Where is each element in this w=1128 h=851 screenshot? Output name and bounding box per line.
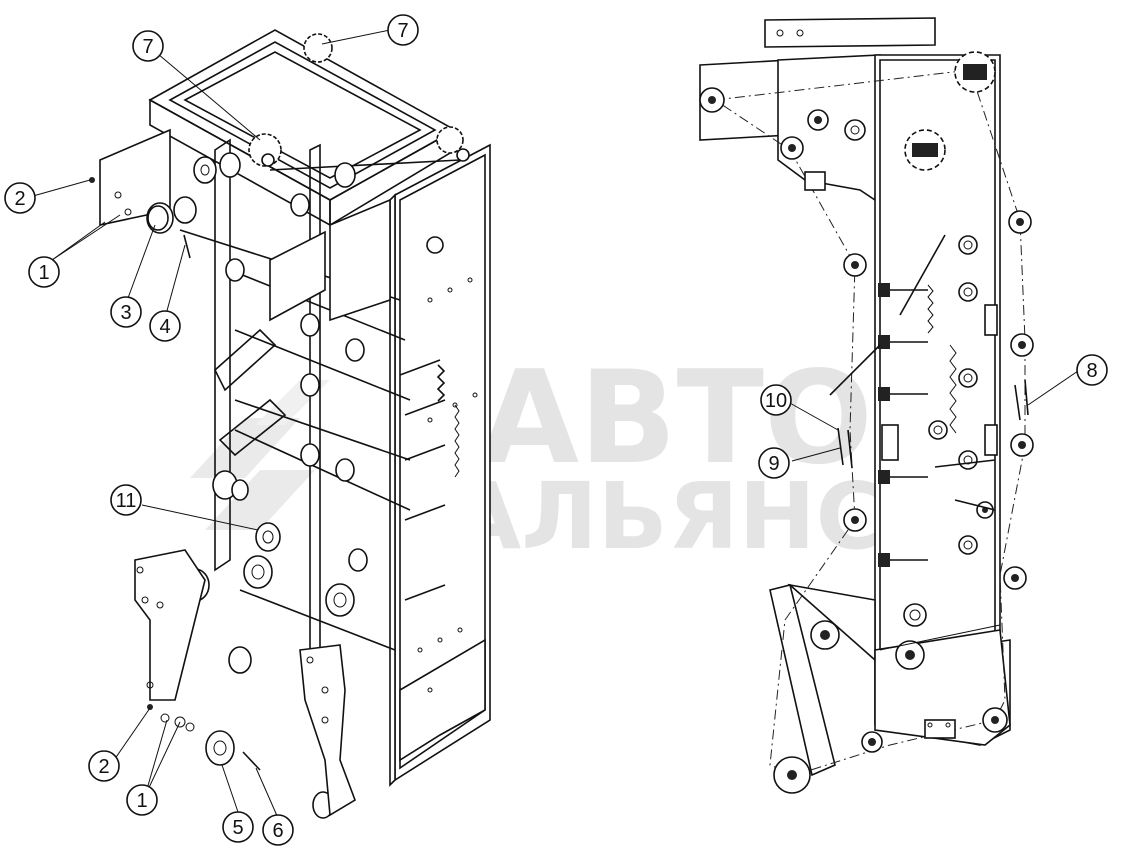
callout-1-upper: 1 [28, 256, 60, 288]
callout-5: 5 [222, 811, 254, 843]
callout-7-right: 7 [387, 14, 419, 46]
callout-7-left-label: 7 [142, 36, 153, 58]
callout-4: 4 [149, 310, 181, 342]
callout-7-right-label: 7 [397, 20, 408, 42]
right-small-parts [804, 171, 1029, 739]
callout-8: 8 [1076, 354, 1108, 386]
right-rollers [699, 51, 1034, 794]
right-levers [829, 234, 1001, 651]
callout-1-lower-label: 1 [136, 790, 147, 812]
sprockets [248, 33, 470, 254]
left-isometric-assembly [89, 29, 491, 819]
callouts: 2 1 3 4 7 7 11 2 [4, 14, 1108, 846]
callout-9: 9 [758, 447, 790, 479]
callout-3: 3 [110, 296, 142, 328]
rollers [146, 152, 368, 819]
callout-10-label: 10 [765, 390, 787, 412]
callout-8-label: 8 [1086, 360, 1097, 382]
callout-3-label: 3 [120, 302, 131, 324]
watermark-line2: АЛЬЯНС [450, 463, 883, 570]
callout-1-lower: 1 [126, 784, 158, 816]
callout-10: 10 [760, 384, 792, 416]
callout-5-label: 5 [232, 817, 243, 839]
callout-7-left: 7 [132, 30, 164, 62]
lower-left-bracket [134, 549, 356, 817]
callout-11: 11 [110, 484, 142, 516]
callout-6: 6 [262, 814, 294, 846]
plate-holes [417, 277, 478, 693]
watermark-line1: АВТО [480, 344, 873, 493]
callout-1-upper-label: 1 [38, 262, 49, 284]
callout-2-upper: 2 [4, 182, 36, 214]
callout-4-label: 4 [159, 316, 170, 338]
callout-2-lower-label: 2 [98, 756, 109, 778]
watermark: АВТО АЛЬЯНС [190, 344, 883, 570]
callout-9-label: 9 [768, 453, 779, 475]
callout-2-upper-label: 2 [14, 188, 25, 210]
callout-11-label: 11 [116, 490, 137, 512]
leaders [32, 29, 1079, 819]
tension-levers [214, 198, 460, 601]
callout-2-lower: 2 [88, 750, 120, 782]
callout-6-label: 6 [272, 820, 283, 842]
right-side-view [699, 17, 1034, 794]
loose-parts [89, 177, 261, 771]
chain-path [714, 69, 1026, 776]
